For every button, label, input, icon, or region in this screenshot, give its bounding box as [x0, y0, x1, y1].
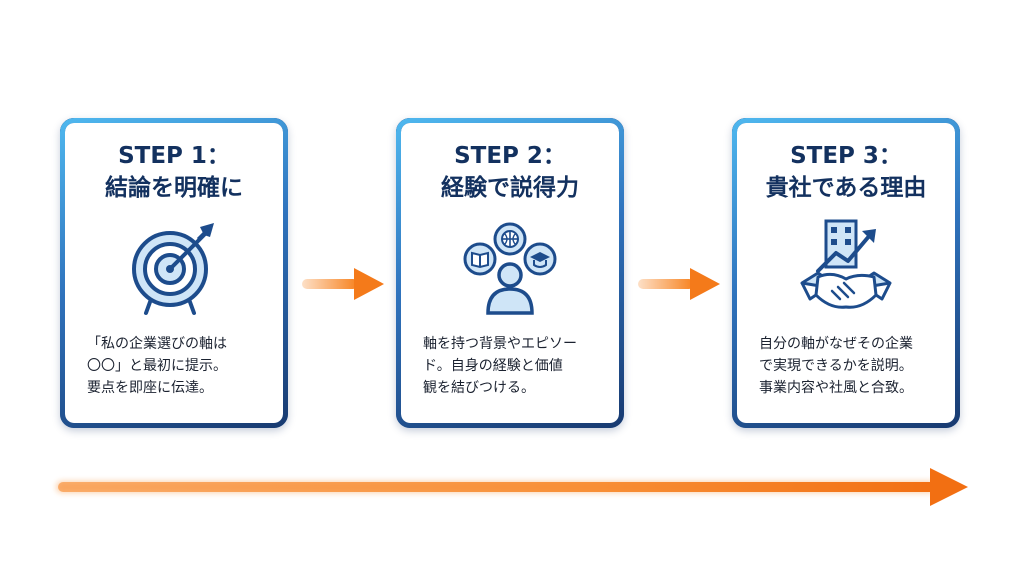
target-icon — [132, 223, 214, 315]
step-1-label: STEP 1： — [118, 143, 230, 169]
step-1-card: STEP 1： 結論を明確に 「私の企業選びの軸は 〇〇」と最初に提示。 要点を… — [60, 118, 288, 428]
handshake-building-icon — [800, 219, 892, 309]
step-2-desc-line-1: 軸を持つ背景やエピソー — [423, 336, 577, 352]
step-2-desc-line-2: ド。自身の経験と価値 — [423, 358, 563, 374]
step-1-title: 結論を明確に — [105, 175, 243, 201]
step-3-desc-line-3: 事業内容や社風と合致。 — [759, 380, 913, 396]
flow-arrow-icon — [638, 268, 720, 300]
step-2-card: STEP 2： 経験で説得力 軸を持つ背景やエピソー ド。自身の経験と価値 観を… — [396, 118, 624, 428]
step-3-label: STEP 3： — [790, 143, 902, 169]
step-3-desc-line-1: 自分の軸がなぜその企業 — [759, 336, 913, 352]
step-3-title: 貴社である理由 — [765, 175, 927, 201]
step-2-label: STEP 2： — [454, 143, 566, 169]
step-2-title: 経験で説得力 — [441, 175, 579, 201]
step-1-desc-line-2: 〇〇」と最初に提示。 — [87, 358, 227, 374]
step-1-desc-line-3: 要点を即座に伝達。 — [87, 380, 213, 396]
step-2-desc-line-3: 観を結びつける。 — [423, 380, 535, 396]
step-3-card: STEP 3： 貴社である理由 自分の軸がなぜその企業 で実現できるかを説明。 … — [732, 118, 960, 428]
experience-person-icon — [463, 222, 557, 315]
step-3-desc-line-2: で実現できるかを説明。 — [759, 358, 913, 374]
progress-timeline-arrow-icon — [56, 468, 968, 506]
step-1-desc-line-1: 「私の企業選びの軸は — [87, 336, 227, 352]
flow-arrow-icon — [302, 268, 384, 300]
